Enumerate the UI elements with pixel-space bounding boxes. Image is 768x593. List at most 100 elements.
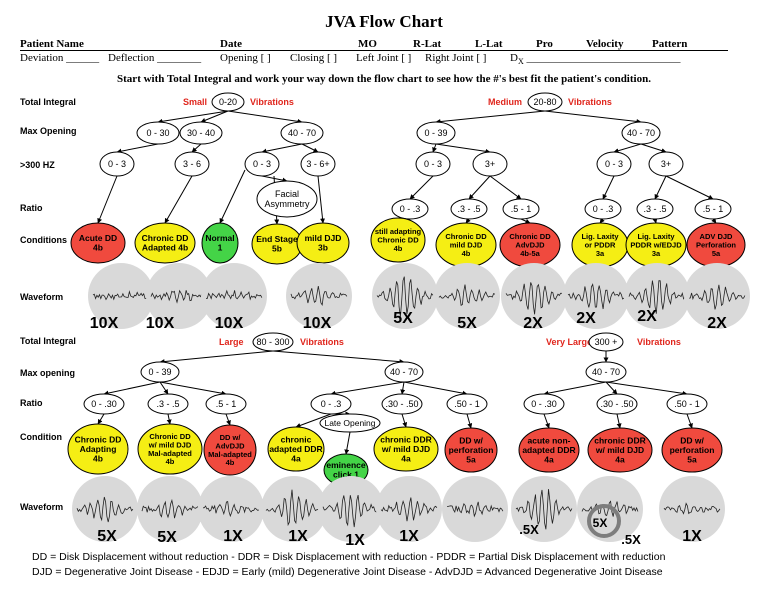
waveform-bottom-circle: [511, 476, 577, 542]
small-total-node: 0-20: [211, 92, 245, 112]
small-hz-node: 3 - 6+: [300, 151, 336, 177]
chart-title: JVA Flow Chart: [325, 12, 443, 31]
condition-bottom-node-text: w/ mild DJD: [148, 440, 192, 449]
flow-arrow: [272, 350, 405, 365]
flow-arrow: [435, 143, 491, 154]
large-ratio-node-text: .30 - .50: [385, 399, 418, 409]
magnification-top-label: 2X: [637, 308, 657, 325]
late-opening-node-text: Late Opening: [324, 418, 375, 428]
waveform-bottom-circle: [137, 476, 203, 542]
waveform-top-circle-trace: [628, 280, 686, 314]
condition-top-node-text: ADV DJD: [700, 232, 734, 241]
small-hz-node-text: 3 - 6+: [306, 159, 329, 169]
medium-hz-node: 0 - 3: [415, 151, 451, 177]
deviation-field: Deviation ______: [20, 52, 100, 64]
flow-arrow: [344, 431, 351, 455]
condition-bottom-node-text: w/ mild DJD: [381, 444, 430, 454]
flow-arrow: [652, 218, 658, 224]
waveform-bottom-circle-background: [442, 476, 508, 542]
condition-bottom-node-shape: [587, 427, 653, 473]
medium-ratio-node-text: 0 - .3: [400, 204, 421, 214]
category-very-large: Very Large: [546, 337, 593, 347]
condition-top-node-text: 1: [218, 243, 223, 253]
closing-checkbox: Closing [ ]: [290, 52, 338, 64]
condition-top-node-text: Lig. Laxity: [581, 232, 619, 241]
flow-arrow: [605, 381, 688, 396]
waveform-top-circle-trace: [567, 283, 625, 310]
flow-arrow: [466, 413, 473, 429]
very-large-ratio-node-shape: [596, 393, 638, 415]
waveform-bottom-circle: [376, 476, 442, 542]
category-medium: Medium: [488, 97, 523, 107]
condition-top-node-text: Adapted 4b: [142, 243, 188, 253]
waveform-bottom-circle: [318, 476, 384, 542]
condition-bottom-node-text: adapted DDR: [522, 445, 575, 455]
waveform-top-circle: [88, 263, 154, 329]
medium-open-node-text: 0 - 39: [424, 128, 447, 138]
facial-asymmetry-node-shape: [256, 180, 318, 218]
large-ratio-node: .3 - .5: [147, 393, 189, 415]
large-ratio-node-shape: [310, 393, 352, 415]
waveform-bottom-circle: [659, 476, 725, 542]
condition-bottom-node-shape: [661, 427, 723, 473]
condition-bottom-node-shape: [137, 423, 203, 475]
condition-bottom-node-text: adapted DDR: [269, 444, 322, 454]
flow-arrow: [686, 413, 693, 429]
small-hz-node: 3 - 6: [174, 151, 210, 177]
flow-arrow: [330, 381, 405, 396]
facial-asymmetry-node-text: Facial: [275, 189, 299, 199]
flow-arrow: [317, 175, 326, 224]
medium-total-node: 20-80: [527, 92, 563, 112]
condition-top-node-shape: [134, 222, 196, 264]
large-open-node-shape: [140, 361, 180, 383]
large-total-node-text: 80 - 300: [256, 337, 289, 347]
small-open-node-shape: [179, 121, 223, 145]
flow-arrow: [616, 413, 622, 429]
flow-arrow: [665, 175, 714, 200]
condition-bottom-node-text: DD w/: [680, 435, 704, 445]
waveform-top-circle-trace: [92, 290, 150, 301]
category-medium-vibrations: Vibrations: [568, 97, 612, 107]
right-joint-checkbox: Right Joint [ ]: [425, 52, 487, 64]
header-underline: [20, 50, 728, 51]
waveform-top-circle-background: [88, 263, 154, 329]
condition-bottom-node-text: 4b: [166, 457, 175, 466]
condition-bottom-node-text: chronic DDR: [380, 434, 431, 444]
flow-arrow: [711, 217, 717, 224]
condition-top-node-text: AdvDJD: [515, 241, 545, 250]
waveform-bottom-circle: [442, 476, 508, 542]
small-open-node-text: 0 - 30: [146, 128, 169, 138]
flow-arrow: [166, 413, 172, 425]
condition-top-node-text: Normal: [205, 233, 234, 243]
small-open-node-text: 40 - 70: [288, 128, 316, 138]
small-open-node: 30 - 40: [179, 121, 223, 145]
condition-bottom-node-shape: [67, 423, 129, 475]
medium-ratio-node-shape: [636, 198, 674, 220]
magnification-top-label: 10X: [146, 315, 175, 332]
flow-arrow: [219, 169, 246, 224]
condition-top-node-text: 3a: [652, 249, 661, 258]
highlight-ring: [587, 504, 621, 538]
magnification-top-label: 10X: [90, 315, 119, 332]
waveform-bottom-circle-trace: [515, 489, 573, 530]
very-large-total-node: 300 +: [588, 332, 624, 352]
condition-bottom-node-text: 4a: [401, 453, 411, 463]
small-hz-node-shape: [99, 151, 135, 177]
condition-top-node-text: 4b: [462, 249, 471, 258]
waveform-top-circle-trace: [505, 282, 562, 315]
flow-arrow: [602, 175, 615, 200]
medium-ratio-node-text: .3 - .5: [457, 204, 480, 214]
medium-ratio-node-shape: [694, 198, 732, 220]
flow-arrow: [468, 175, 491, 200]
condition-top-node-shape: [296, 222, 350, 264]
large-ratio-node: .50 - 1: [446, 393, 488, 415]
condition-bottom-node-text: Chronic DD: [149, 432, 191, 441]
flow-arrow: [261, 143, 303, 154]
large-open-node-text: 40 - 70: [390, 367, 418, 377]
small-hz-node-shape: [174, 151, 210, 177]
very-large-ratio-node: .30 - .50: [596, 393, 638, 415]
category-large-vibrations: Vibrations: [300, 337, 344, 347]
